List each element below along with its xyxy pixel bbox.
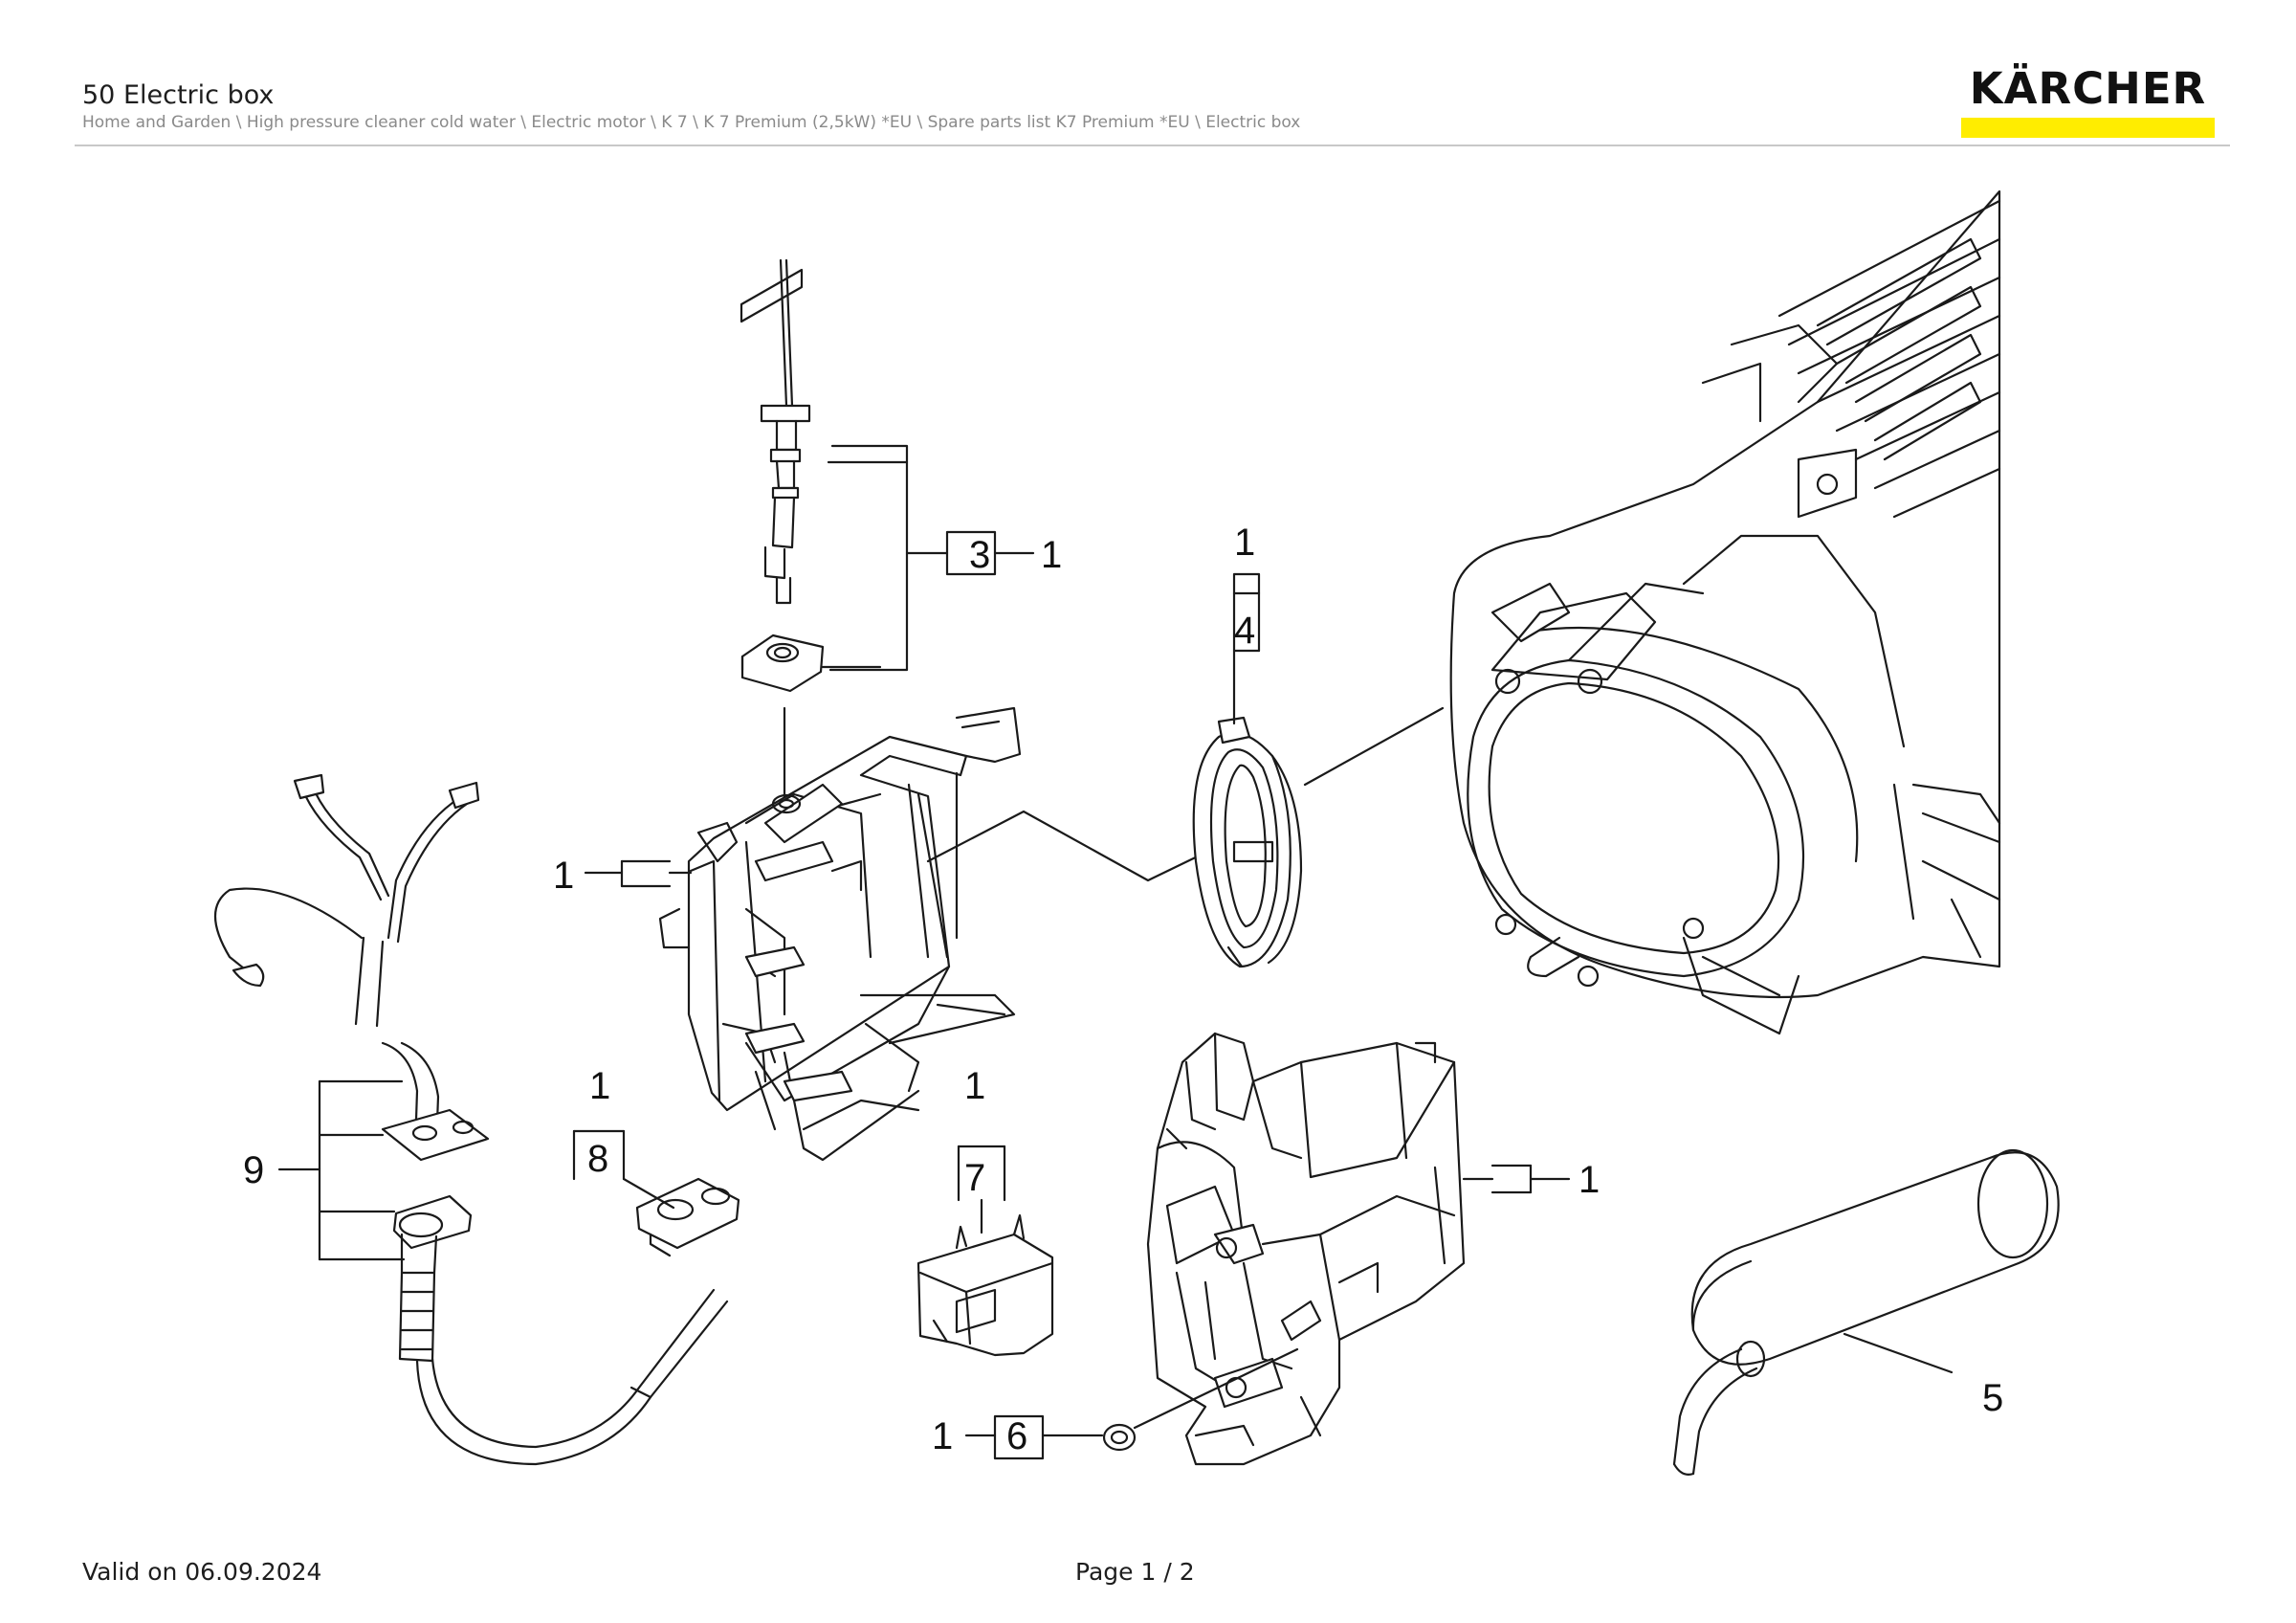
part-7-switch-block [916, 1213, 1054, 1357]
part-3-bracket-lines [821, 444, 1035, 672]
footer-page-number: Page 1 / 2 [1075, 1558, 1195, 1586]
breadcrumb: Home and Garden \ High pressure cleaner … [82, 113, 1301, 132]
callout-7-qty: 1 [964, 1065, 985, 1107]
callout-8-qty: 1 [589, 1065, 610, 1107]
callout-5: 5 [1982, 1377, 2003, 1419]
part-4-callout-lines [1232, 572, 1261, 725]
part-6-nut [1102, 1347, 1299, 1452]
brand-logo: KÄRCHER [1961, 63, 2215, 140]
callout-6-qty: 1 [932, 1415, 953, 1457]
part-1-housing-callout-lines [584, 859, 693, 888]
motor-housing [1449, 189, 2001, 1035]
part-7-callout-lines [957, 1145, 1006, 1234]
brand-logo-bar [1961, 118, 2215, 138]
part-8-callout-lines [572, 1129, 675, 1210]
callout-7: 7 [964, 1157, 985, 1199]
part-6-callout-lines [964, 1414, 1104, 1460]
part-4-gasket [1192, 716, 1303, 968]
callout-4: 4 [1234, 610, 1255, 652]
callout-3: 3 [969, 534, 990, 576]
part-1-bracket-housing [658, 706, 1022, 1162]
callout-4-qty: 1 [1234, 522, 1255, 564]
part-1-electric-box [1146, 1032, 1466, 1466]
callout-6: 6 [1006, 1415, 1027, 1457]
leader-line [926, 810, 1209, 882]
callout-3-qty: 1 [1041, 534, 1062, 576]
header-divider [75, 145, 2230, 146]
brand-logo-text: KÄRCHER [1969, 63, 2207, 114]
callout-1-housing: 1 [553, 855, 574, 897]
callout-8: 8 [587, 1138, 608, 1180]
part-9-power-cable [213, 773, 729, 1466]
part-5-capacitor [1672, 1148, 2060, 1476]
footer-valid-date: Valid on 06.09.2024 [82, 1558, 322, 1586]
part-9-bracket-lines [277, 1079, 406, 1261]
leader-line [1303, 706, 1445, 787]
part-8-seal [635, 1177, 740, 1257]
callout-9: 9 [243, 1149, 264, 1191]
page-title: 50 Electric box [82, 80, 275, 110]
part-3-switch-rod [740, 258, 825, 693]
callout-1-box: 1 [1578, 1159, 1600, 1201]
callout-labels: 3 1 1 4 1 1 1 8 1 7 9 1 6 5 [243, 522, 2003, 1457]
part-1-box-callout-lines [1462, 1164, 1571, 1194]
